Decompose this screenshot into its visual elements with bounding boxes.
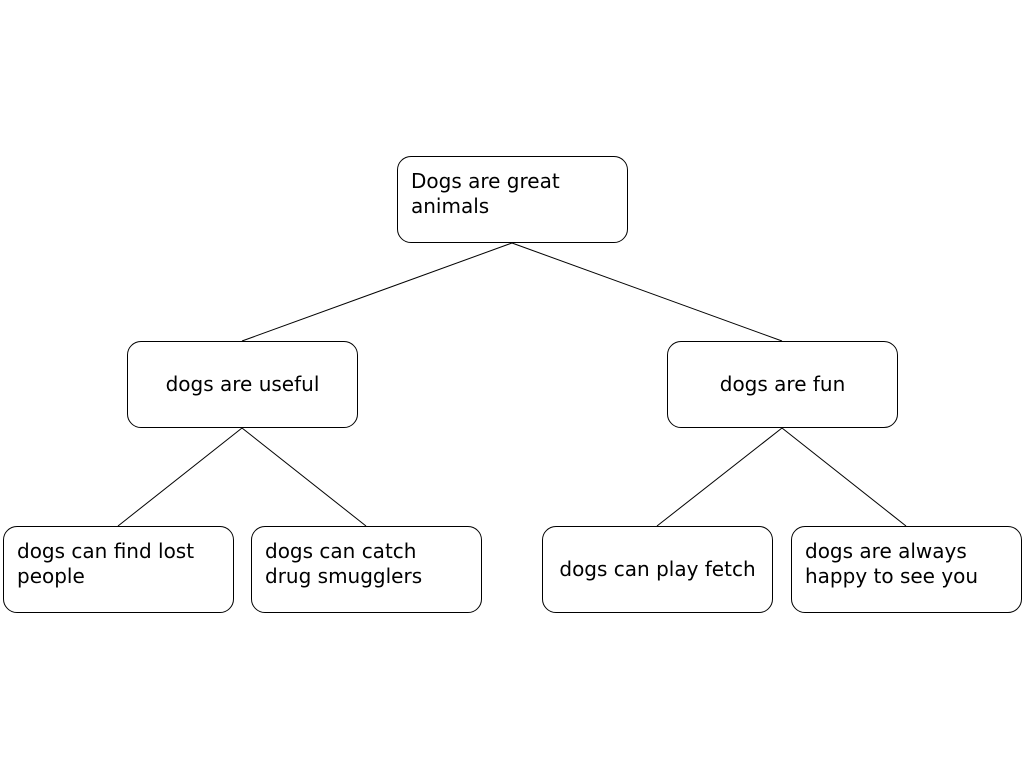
connector-root-useful (241, 242, 513, 342)
node-dogs-are-fun-label: dogs are fun (719, 372, 846, 396)
connector-fun-fetch (656, 427, 783, 527)
node-root-label: Dogs are great animals (411, 169, 560, 218)
connector-useful-find (117, 427, 243, 527)
node-catch-drug-smugglers[interactable]: dogs can catch drug smugglers (251, 526, 482, 613)
node-dogs-are-fun[interactable]: dogs are fun (667, 341, 898, 428)
node-find-lost-people-label: dogs can find lost people (17, 539, 195, 588)
node-happy-to-see-you-label: dogs are always happy to see you (805, 539, 979, 588)
connector-fun-happy (781, 427, 907, 527)
node-play-fetch[interactable]: dogs can play fetch (542, 526, 773, 613)
connector-root-fun (511, 242, 783, 342)
node-play-fetch-label: dogs can play fetch (559, 557, 756, 581)
node-catch-drug-smugglers-label: dogs can catch drug smugglers (265, 539, 423, 588)
node-dogs-are-useful-label: dogs are useful (165, 372, 320, 396)
node-find-lost-people[interactable]: dogs can find lost people (3, 526, 234, 613)
node-root[interactable]: Dogs are great animals (397, 156, 628, 243)
node-happy-to-see-you[interactable]: dogs are always happy to see you (791, 526, 1022, 613)
node-dogs-are-useful[interactable]: dogs are useful (127, 341, 358, 428)
connector-useful-catch (241, 427, 367, 527)
